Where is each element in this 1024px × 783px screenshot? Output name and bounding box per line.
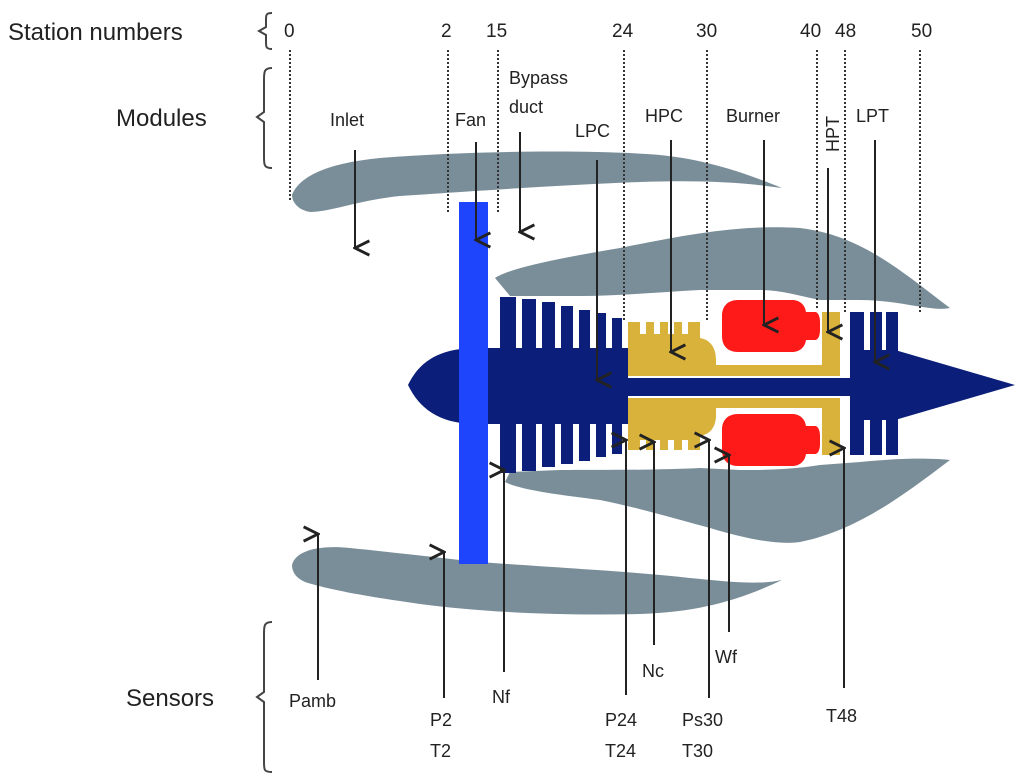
sensor-t24: T24 [605,741,636,761]
fan-blade [459,202,488,564]
burner-upper [722,300,820,352]
sensor-p24: P24 [605,710,637,730]
sensor-nf: Nf [492,687,511,707]
label-sensors: Sensors [126,685,214,712]
core-cowl-upper [495,227,950,309]
sensor-pamb: Pamb [289,691,336,711]
module-hpt: HPT [823,116,843,152]
nacelle-lower [292,547,782,615]
burner-lower [722,414,820,466]
module-fan: Fan [455,110,486,130]
module-hpc: HPC [645,106,683,126]
module-lpc: LPC [575,121,610,141]
bracket-stations [256,12,273,50]
module-bypass-2: duct [509,97,543,117]
label-modules: Modules [116,105,207,132]
station-30: 30 [696,21,717,42]
station-2: 2 [441,21,452,42]
sensor-p2: P2 [430,710,452,730]
module-bypass-1: Bypass [509,68,568,88]
label-station-numbers: Station numbers [8,19,183,46]
core-cowl-lower [505,458,950,543]
module-lpt: LPT [856,106,889,126]
bracket-modules [255,67,273,169]
station-50: 50 [911,21,932,42]
module-burner: Burner [726,106,780,126]
station-24: 24 [612,21,634,42]
sensor-ps30: Ps30 [682,710,723,730]
station-15: 15 [486,21,507,42]
bracket-sensors [255,621,273,773]
sensor-wf: Wf [715,647,738,667]
station-0: 0 [284,21,295,42]
sensor-t2: T2 [430,741,451,761]
sensor-t30: T30 [682,741,713,761]
module-inlet: Inlet [330,110,364,130]
station-40: 40 [800,21,821,42]
sensor-nc: Nc [642,661,664,681]
station-48: 48 [835,21,856,42]
nacelle-upper [292,151,782,212]
sensor-t48: T48 [826,706,857,726]
low-spool [408,297,1015,473]
